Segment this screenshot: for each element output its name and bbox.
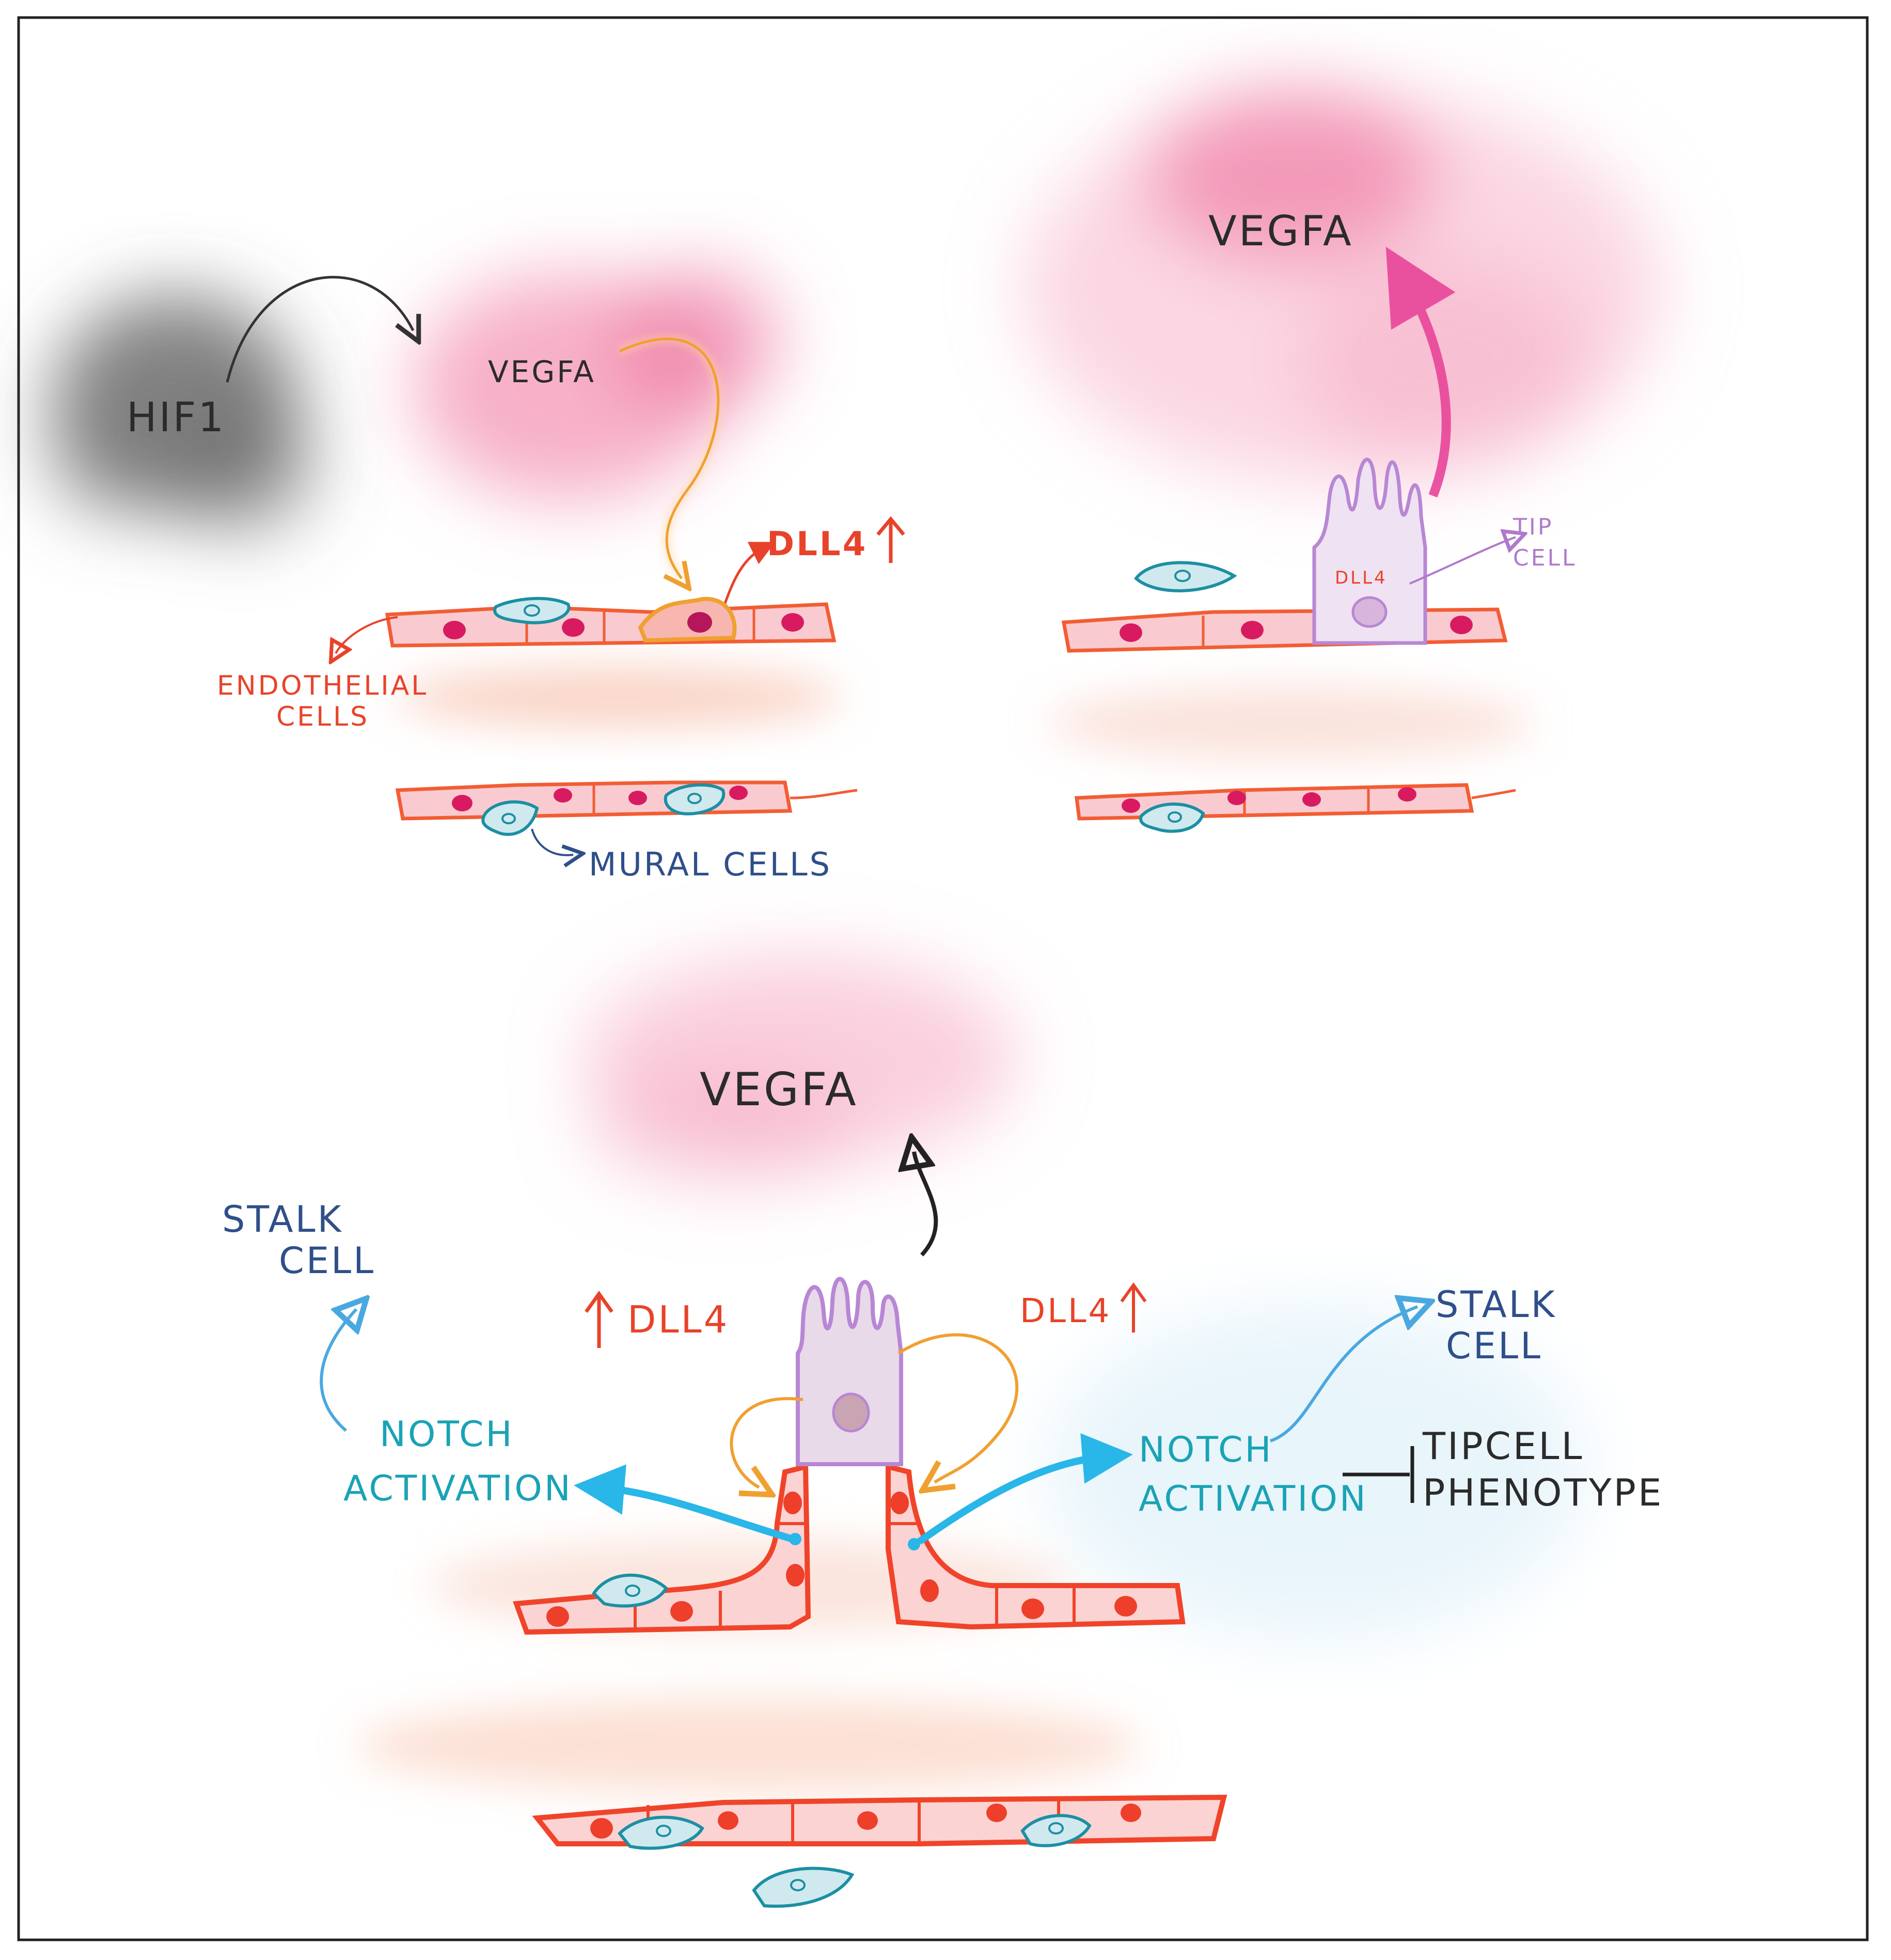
nucleus — [1302, 792, 1321, 807]
endothelial-pointer — [336, 616, 398, 653]
dll4-label-a: DLL4 — [767, 525, 868, 563]
vegfa-to-cell-arrow — [619, 337, 720, 578]
mural-cell — [592, 1574, 668, 1608]
tip-cell-b: DLL4 — [1312, 458, 1427, 645]
nucleus — [729, 786, 748, 800]
notch-left-line2: ACTIVATION — [343, 1468, 573, 1509]
inhibition-bar — [1343, 1446, 1414, 1503]
activated-endothelial-cell — [638, 597, 737, 643]
nucleus — [781, 613, 804, 632]
up-arrow-icon — [1120, 1282, 1147, 1332]
nucleus — [546, 1606, 569, 1627]
tip-to-vegfa-arrow — [1385, 246, 1456, 498]
nucleus — [554, 788, 572, 803]
stalk-left-line2: CELL — [279, 1240, 375, 1282]
vegfa-label-a: VEGFA — [488, 354, 596, 389]
dll4-in-tip-b: DLL4 — [1335, 568, 1388, 588]
nucleus — [1227, 791, 1246, 805]
nucleus — [1114, 1596, 1137, 1617]
mural-cell — [1133, 561, 1237, 592]
lower-vessel-a — [395, 780, 858, 836]
nucleus — [786, 1564, 805, 1587]
mural-cell — [664, 783, 726, 816]
dll4-right-arrow — [897, 1333, 1019, 1482]
notch-signal-dot — [908, 1538, 920, 1550]
sprout-vessel-left — [513, 1463, 811, 1635]
nucleus — [628, 791, 647, 805]
notch-cloud-right — [1048, 1307, 1585, 1637]
mural-cell — [1139, 802, 1205, 833]
nucleus — [1021, 1598, 1044, 1619]
dll4-left-label: DLL4 — [627, 1298, 729, 1341]
upper-vessel-b — [1061, 607, 1508, 653]
nucleus — [1450, 616, 1473, 634]
vegfa-cloud-a — [413, 269, 780, 501]
mural-cells-label: MURAL CELLS — [589, 845, 832, 883]
up-arrow-icon — [585, 1290, 613, 1348]
vegfa-label-b: VEGFA — [1208, 207, 1353, 255]
nucleus — [1241, 621, 1264, 639]
panel-a: HIF1 VEGFA DLL4 ENDOTHELIAL CELLS MURAL … — [46, 269, 905, 883]
stalk-left-line1: STALK — [222, 1198, 343, 1241]
nucleus — [1120, 623, 1142, 642]
panel-b: DLL4 VEGFA TIP CELL — [1022, 88, 1663, 833]
nucleus — [562, 618, 585, 637]
vegfa-cloud-c — [584, 955, 1017, 1183]
sprout-vessel-right — [886, 1463, 1186, 1630]
notch-right-line1: NOTCH — [1139, 1430, 1273, 1470]
dll4-arrow-a — [721, 542, 776, 610]
stalk-right-line2: CELL — [1446, 1325, 1542, 1367]
nucleus — [1122, 798, 1140, 813]
hif1-to-vegfa-arrow — [226, 276, 413, 383]
nucleus — [443, 621, 466, 639]
endothelial-label-line2: CELLS — [276, 701, 369, 732]
figure-border — [17, 16, 1869, 1941]
dll4-left-arrow — [730, 1397, 803, 1487]
tip-cell-c — [796, 1277, 903, 1466]
stalk-left-arrow — [320, 1309, 356, 1432]
tip-cell-label-line2: CELL — [1513, 545, 1577, 571]
mural-cell — [1020, 1814, 1092, 1847]
mural-pointer — [531, 828, 573, 855]
nucleus — [590, 1818, 613, 1839]
lumen-b — [1048, 687, 1534, 759]
tipcell-phenotype-line1: TIPCELL — [1422, 1424, 1584, 1468]
nucleus — [783, 1492, 802, 1514]
nucleus — [1398, 787, 1416, 802]
lumen-a — [398, 666, 842, 728]
notch-right-line2: ACTIVATION — [1139, 1479, 1368, 1519]
tip-pointer — [1409, 537, 1516, 585]
mural-cell — [617, 1815, 704, 1850]
bottom-vessel-c — [532, 1794, 1227, 1850]
vegfa-cloud-b — [1022, 88, 1663, 485]
nucleus — [1121, 1804, 1141, 1822]
mural-cell — [481, 800, 539, 836]
hif1-label: HIF1 — [127, 395, 226, 441]
nucleus — [986, 1804, 1007, 1822]
tipcell-phenotype-line2: PHENOTYPE — [1423, 1471, 1663, 1514]
stalk-right-arrow — [1270, 1307, 1417, 1442]
notch-left-arrow — [574, 1464, 794, 1543]
nucleus — [452, 795, 472, 811]
nucleus — [687, 612, 712, 633]
mural-cell — [493, 597, 571, 624]
nucleus — [920, 1579, 939, 1602]
nucleus — [670, 1601, 693, 1622]
lower-vessel-b — [1075, 783, 1516, 833]
tip-to-vegfa-arrow-c — [914, 1152, 938, 1257]
nucleus — [857, 1811, 878, 1830]
notch-left-line1: NOTCH — [380, 1414, 514, 1455]
nucleus — [718, 1811, 738, 1830]
tip-cell-label-line1: TIP — [1512, 514, 1553, 540]
notch-right-arrow — [917, 1433, 1133, 1545]
nucleus — [890, 1492, 909, 1514]
dll4-right-label: DLL4 — [1020, 1292, 1111, 1330]
upper-vessel-a — [385, 597, 837, 648]
stalk-right-line1: STALK — [1436, 1283, 1557, 1326]
panel-c: VEGFA DLL4 DLL4 STALK CELL STALK CELL NO… — [222, 955, 1663, 1908]
vegfa-label-c: VEGFA — [700, 1063, 858, 1116]
up-arrow-icon — [876, 516, 905, 563]
endothelial-label-line1: ENDOTHELIAL — [217, 670, 428, 701]
